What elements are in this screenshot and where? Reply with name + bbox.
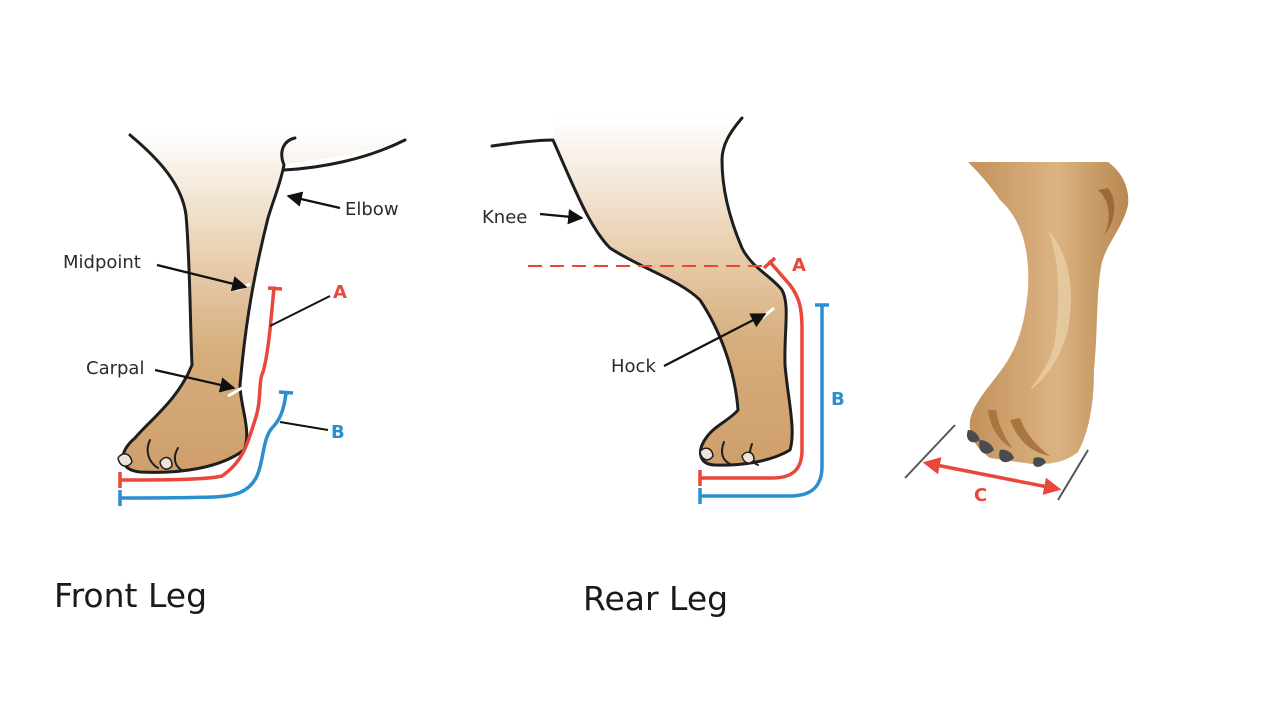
midpoint-arrow (156, 263, 248, 292)
front-measure-a-label: A (333, 282, 347, 303)
rear-leg-figure (490, 116, 794, 467)
paw-toe-shadow (1010, 418, 1050, 456)
hock-label: Hock (611, 356, 656, 377)
rear-measure-a-line (698, 260, 804, 480)
knee-label: Knee (482, 207, 527, 228)
paw-ankle-shadow (1098, 188, 1115, 235)
rear-measure-b-line (698, 303, 824, 498)
rear-toe-line (721, 441, 731, 465)
front-measure-b-leader (279, 421, 329, 431)
rear-leg-outline-front (490, 116, 794, 467)
paw-width-arrow (922, 457, 1062, 495)
rear-leg-title: Rear Leg (583, 579, 728, 618)
carpal-label: Carpal (86, 358, 144, 379)
rear-measure-b: B (698, 303, 845, 504)
front-toe-line (146, 439, 159, 469)
front-leg-outline-chest (282, 138, 407, 172)
paw-figure (966, 162, 1129, 467)
front-nail (117, 453, 133, 467)
paw-measure-c: C (904, 424, 1089, 506)
paw-highlight (1030, 230, 1071, 390)
paw-width-guide-left (904, 424, 956, 479)
front-measure-b-label: B (331, 422, 345, 443)
rear-measure-a: A (698, 255, 806, 486)
elbow-label: Elbow (345, 199, 399, 220)
paw-claw (966, 430, 980, 443)
hock-arrow (663, 313, 767, 367)
paw-shape (968, 162, 1129, 465)
carpal-arrow (154, 368, 236, 393)
paw-width-guide-right (1057, 449, 1089, 501)
front-leg-title: Front Leg (54, 576, 207, 615)
front-measure-b: B (118, 390, 345, 506)
rear-nail (741, 451, 755, 464)
rear-measure-a-cap-top (762, 256, 777, 270)
front-toe-line (173, 447, 185, 472)
front-nail (159, 456, 173, 470)
rear-measure-a-label: A (792, 255, 806, 276)
knee-arrow (539, 209, 584, 225)
paw-toe-shadow (988, 410, 1012, 448)
rear-nail (699, 447, 714, 461)
front-leg-shape (122, 130, 405, 473)
rear-callouts: Knee Hock (482, 207, 767, 377)
rear-measure-b-label: B (831, 389, 845, 410)
elbow-arrow (286, 191, 341, 210)
front-measure-b-line (118, 391, 288, 500)
front-measure-a-line (118, 286, 276, 482)
paw-measure-c-label: C (974, 485, 987, 506)
rear-leg-shape (553, 118, 793, 466)
front-leg-figure (117, 130, 407, 474)
front-measure-a-cap-top (267, 286, 283, 291)
front-measure-a: A (118, 282, 347, 488)
front-measure-b-cap-top (278, 390, 294, 395)
paw-claw (979, 440, 994, 454)
front-measure-a-leader (269, 295, 331, 327)
midpoint-label: Midpoint (63, 252, 141, 273)
front-callouts: Elbow Midpoint Carpal (63, 191, 399, 393)
